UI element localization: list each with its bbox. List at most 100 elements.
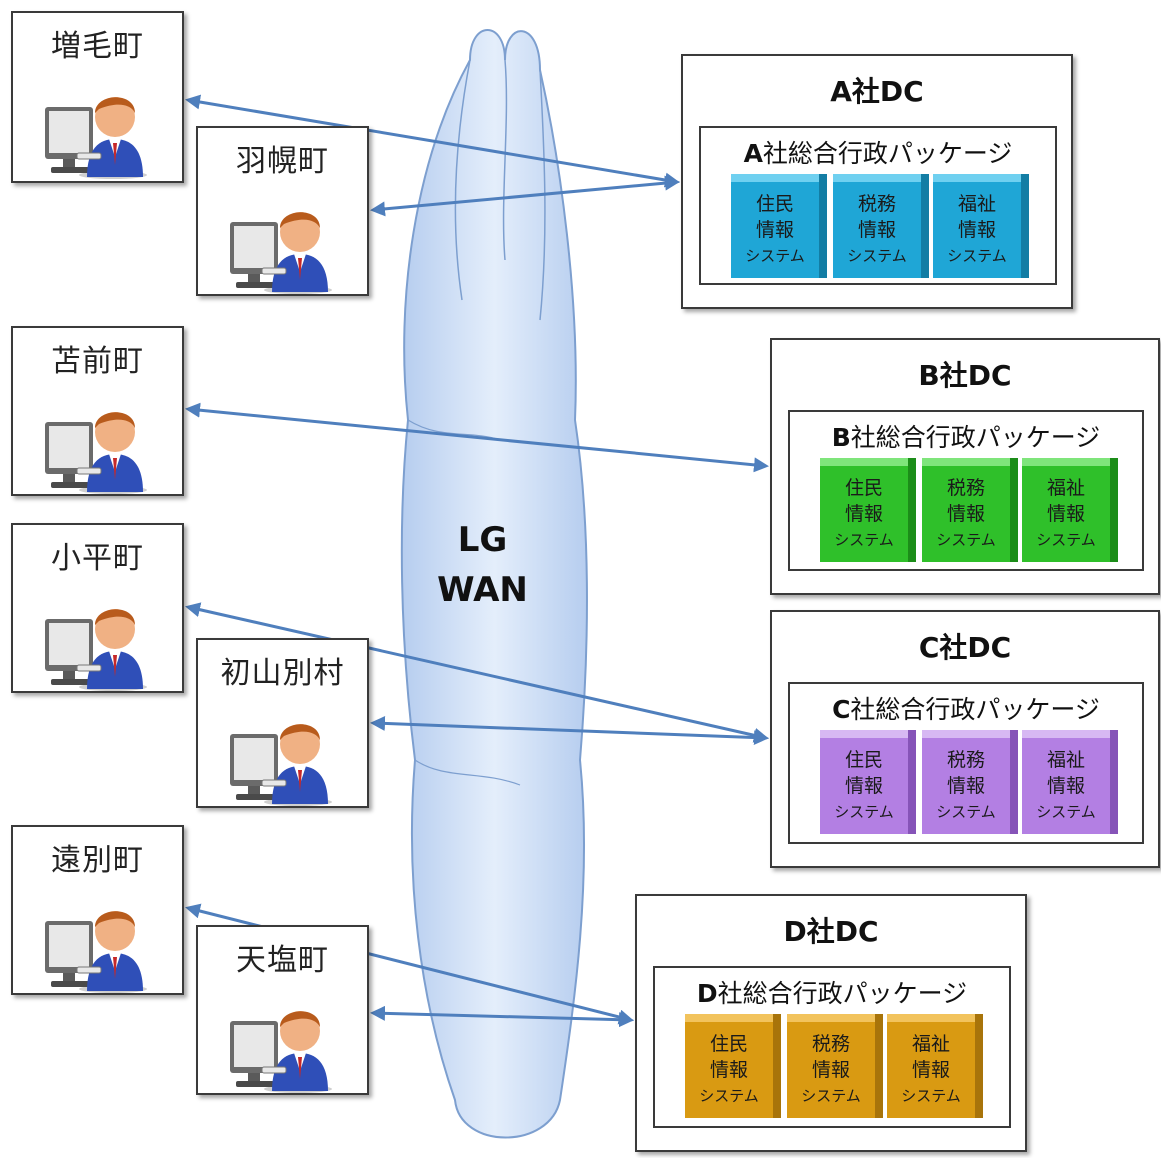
town-name: 増毛町 xyxy=(51,29,144,64)
system-line2: 情報 xyxy=(844,775,883,797)
system-box-face: 税務 情報 システム xyxy=(787,1022,875,1118)
user-computer-icon xyxy=(39,79,149,179)
datacenter-title: A社DC xyxy=(830,75,924,108)
town-name: 遠別町 xyxy=(51,843,144,878)
system-box-face: 住民 情報 システム xyxy=(820,466,908,562)
system-box-face: 税務 情報 システム xyxy=(922,466,1010,562)
system-line3: システム xyxy=(847,247,907,265)
datacenter-title: B社DC xyxy=(918,359,1012,392)
system-line1: 福祉 xyxy=(1046,749,1085,771)
package-box: D社総合行政パッケージ 住民 情報 システム 税務 情報 システム 福祉 情報 xyxy=(653,966,1011,1128)
user-computer-icon xyxy=(224,194,334,294)
town-box-obira: 小平町 xyxy=(11,523,184,693)
system-line1: 福祉 xyxy=(957,193,996,215)
package-box: C社総合行政パッケージ 住民 情報 システム 税務 情報 システム 福祉 情報 xyxy=(788,682,1144,844)
system-box-side xyxy=(819,174,827,278)
package-title: A社総合行政パッケージ xyxy=(743,139,1013,168)
system-line1: 住民 xyxy=(844,477,883,499)
user-computer-icon xyxy=(39,394,149,494)
datacenter-c: C社DC C社総合行政パッケージ 住民 情報 システム 税務 情報 システム 福… xyxy=(770,610,1160,868)
system-box: 福祉 情報 システム xyxy=(1022,458,1118,562)
system-box-top xyxy=(922,458,1018,466)
system-box-side xyxy=(1010,730,1018,834)
system-box: 税務 情報 システム xyxy=(922,458,1018,562)
system-line3: システム xyxy=(745,247,805,265)
town-box-teshio: 天塩町 xyxy=(196,925,369,1095)
datacenter-b: B社DC B社総合行政パッケージ 住民 情報 システム 税務 情報 システム 福… xyxy=(770,338,1160,595)
user-computer-icon xyxy=(224,993,334,1093)
system-line1: 税務 xyxy=(946,477,985,499)
system-box: 税務 情報 システム xyxy=(922,730,1018,834)
connection-arrow-tomamae-b xyxy=(185,402,769,473)
system-box-top xyxy=(685,1014,781,1022)
system-box-side xyxy=(1110,458,1118,562)
town-name: 小平町 xyxy=(51,541,144,576)
system-line2: 情報 xyxy=(709,1059,748,1081)
system-box-side xyxy=(908,458,916,562)
system-line3: システム xyxy=(901,1087,961,1105)
system-box: 福祉 情報 システム xyxy=(933,174,1029,278)
system-line1: 福祉 xyxy=(1046,477,1085,499)
system-box-top xyxy=(922,730,1018,738)
system-box-face: 税務 情報 システム xyxy=(833,182,921,278)
system-line1: 税務 xyxy=(811,1033,850,1055)
system-line2: 情報 xyxy=(857,219,896,241)
datacenter-title: D社DC xyxy=(783,915,879,948)
lgwan-label: LG WAN xyxy=(420,515,545,615)
lgwan-label-line1: LG xyxy=(457,520,508,560)
town-box-masuge: 増毛町 xyxy=(11,11,184,183)
system-box: 税務 情報 システム xyxy=(833,174,929,278)
system-box-face: 福祉 情報 システム xyxy=(933,182,1021,278)
system-line2: 情報 xyxy=(1046,503,1085,525)
system-line2: 情報 xyxy=(755,219,794,241)
system-box-top xyxy=(887,1014,983,1022)
connection-arrow-teshio-d xyxy=(370,1005,634,1028)
package-title: D社総合行政パッケージ xyxy=(696,979,968,1008)
system-box-top xyxy=(787,1014,883,1022)
connection-arrow-shosanbetsu-c xyxy=(370,715,769,746)
user-computer-icon xyxy=(39,893,149,993)
system-box: 住民 情報 システム xyxy=(820,730,916,834)
system-line1: 住民 xyxy=(844,749,883,771)
system-line3: システム xyxy=(936,803,996,821)
system-box-top xyxy=(820,730,916,738)
system-box-top xyxy=(833,174,929,182)
town-name: 初山別村 xyxy=(220,656,345,691)
system-box-side xyxy=(975,1014,983,1118)
system-box-top xyxy=(933,174,1029,182)
system-line2: 情報 xyxy=(1046,775,1085,797)
datacenter-title: C社DC xyxy=(918,631,1012,664)
system-line3: システム xyxy=(834,803,894,821)
system-line2: 情報 xyxy=(911,1059,950,1081)
system-box-top xyxy=(1022,730,1118,738)
system-box-side xyxy=(1021,174,1029,278)
system-box-side xyxy=(1110,730,1118,834)
package-box: A社総合行政パッケージ 住民 情報 システム 税務 情報 システム 福祉 情報 xyxy=(699,126,1057,285)
system-line3: システム xyxy=(834,531,894,549)
system-box-top xyxy=(1022,458,1118,466)
system-line3: システム xyxy=(947,247,1007,265)
town-name: 天塩町 xyxy=(236,943,329,978)
system-box-top xyxy=(731,174,827,182)
system-line2: 情報 xyxy=(844,503,883,525)
town-box-tomamae: 苫前町 xyxy=(11,326,184,496)
system-box-side xyxy=(875,1014,883,1118)
package-box: B社総合行政パッケージ 住民 情報 システム 税務 情報 システム 福祉 情報 xyxy=(788,410,1144,571)
town-box-haboro: 羽幌町 xyxy=(196,126,369,296)
system-line3: システム xyxy=(801,1087,861,1105)
system-line2: 情報 xyxy=(946,503,985,525)
system-box-side xyxy=(908,730,916,834)
datacenter-d: D社DC D社総合行政パッケージ 住民 情報 システム 税務 情報 システム 福… xyxy=(635,894,1027,1152)
system-line1: 住民 xyxy=(755,193,794,215)
system-box-top xyxy=(820,458,916,466)
system-box-side xyxy=(921,174,929,278)
system-line3: システム xyxy=(936,531,996,549)
system-line1: 税務 xyxy=(857,193,896,215)
system-box: 税務 情報 システム xyxy=(787,1014,883,1118)
town-box-shosanbetsu: 初山別村 xyxy=(196,638,369,808)
connection-arrow-masuge-a xyxy=(185,94,680,188)
town-name: 羽幌町 xyxy=(236,144,329,179)
system-box: 住民 情報 システム xyxy=(731,174,827,278)
